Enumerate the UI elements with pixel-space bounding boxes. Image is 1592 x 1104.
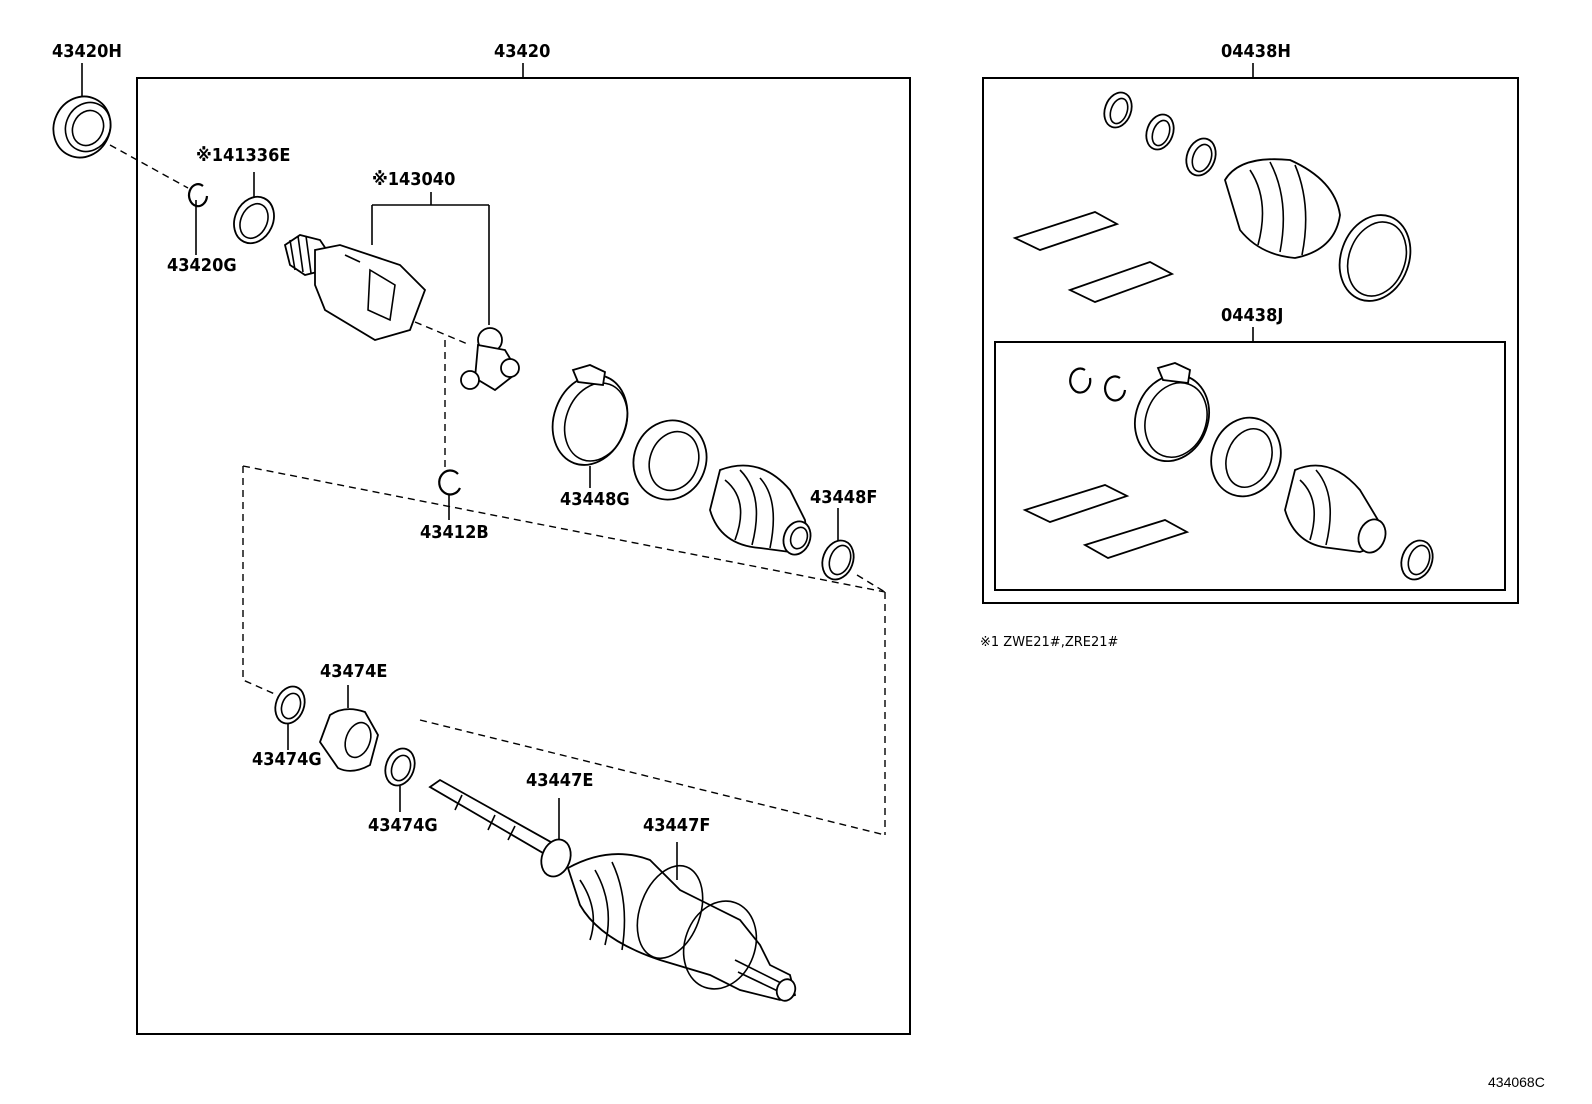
part-label-43040: ※143040 — [372, 169, 456, 190]
part-label-43474e: 43474E — [320, 661, 388, 682]
footnote: ※1 ZWE21#,ZRE21# — [980, 635, 1119, 650]
diagram-code: 434068C — [1488, 1074, 1545, 1090]
tripod-joint — [460, 327, 520, 392]
boot-clamp-43447e — [540, 798, 572, 878]
part-label-43448f: 43448F — [810, 487, 878, 508]
boot-clamp-43474g-a — [274, 685, 306, 750]
boot-clamp-43448f — [821, 508, 855, 581]
part-label-43474g-a: 43474G — [252, 749, 322, 770]
outboard-boot-and-cv-joint — [566, 842, 797, 1002]
boot-kit-frame — [982, 77, 1519, 604]
part-label-43412b: 43412B — [420, 522, 489, 543]
part-label-43420g: 43420G — [167, 255, 237, 276]
oil-seal-43420h — [52, 63, 112, 159]
part-label-41336e: ※141336E — [196, 145, 291, 166]
boot-ring — [632, 419, 708, 501]
part-label-43447f: 43447F — [643, 815, 711, 836]
part-label-43474g-b: 43474G — [368, 815, 438, 836]
outboard-joint-housing-43040 — [283, 192, 490, 341]
kit-04438h-parts — [1012, 91, 1412, 303]
boot-clamp-43448g — [551, 364, 629, 488]
snap-ring-43420g — [187, 183, 209, 255]
inboard-boot — [709, 464, 812, 556]
ring-41336e — [233, 172, 275, 245]
inner-boot-kit-frame — [994, 341, 1506, 591]
part-label-43448g: 43448G — [560, 489, 630, 510]
part-label-43420h: 43420H — [52, 41, 122, 62]
part-label-43447e: 43447E — [526, 770, 594, 791]
part-label-04438h: 04438H — [1221, 41, 1291, 62]
dynamic-damper-43474e — [318, 685, 379, 772]
part-label-04438j: 04438J — [1221, 305, 1284, 326]
snap-ring-43412b — [438, 469, 461, 520]
boot-clamp-43474g-b — [384, 747, 416, 812]
kit-04438j-parts — [1022, 362, 1434, 581]
part-label-43420: 43420 — [494, 41, 551, 62]
